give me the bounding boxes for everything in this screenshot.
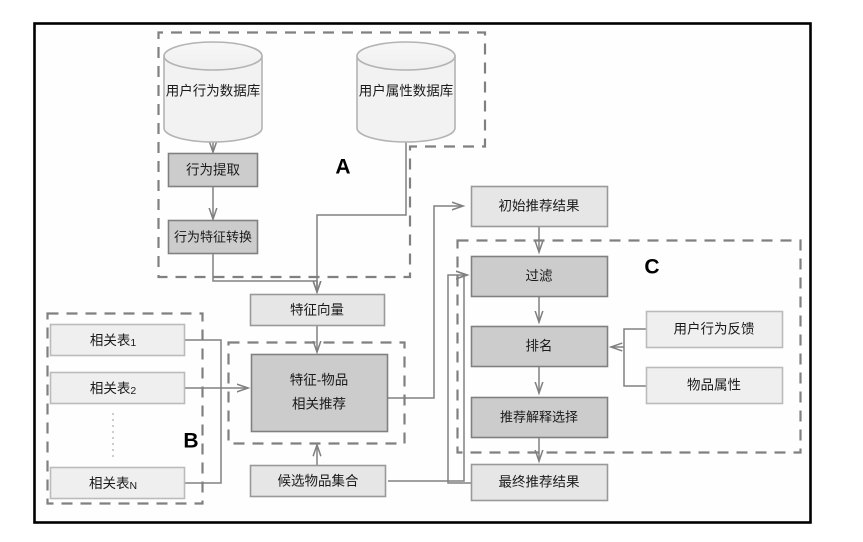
node-label: 初始推荐结果	[499, 198, 580, 214]
node-label: 用户属性数据库	[359, 83, 454, 99]
node-box	[645, 366, 784, 405]
node-box	[167, 152, 259, 188]
node-box	[249, 464, 387, 498]
node-behavior-extraction[interactable]: 行为提取	[167, 152, 259, 188]
node-label: 用户行为数据库	[166, 83, 261, 99]
section-label-a: A	[335, 156, 350, 179]
node-rec-explanation-select[interactable]: 推荐解释选择	[470, 396, 609, 439]
node-box	[470, 463, 609, 502]
node-label-line2: 相关推荐	[292, 397, 346, 412]
node-candidate-item-set[interactable]: 候选物品集合	[249, 464, 387, 498]
node-box	[49, 323, 186, 357]
node-box	[470, 255, 609, 298]
cylinder-top	[356, 41, 456, 71]
node-user-behavior-feedback[interactable]: 用户行为反馈	[645, 310, 784, 349]
node-label: 物品属性	[687, 378, 741, 393]
node-label: 用户行为反馈	[674, 321, 755, 337]
node-feature-vector[interactable]: 特征向量	[249, 293, 386, 327]
node-ranking[interactable]: 排名	[470, 325, 609, 368]
edge-reln-bus	[185, 398, 222, 484]
node-box	[645, 310, 784, 349]
node-box	[49, 371, 186, 405]
edge-rec-to-initial-result	[388, 206, 463, 399]
node-box	[250, 353, 389, 433]
edge-feedback-attrs-bus	[623, 328, 646, 387]
node-label: 相关表1	[90, 333, 137, 349]
section-label-b: B	[183, 430, 198, 453]
node-behavior-feature-transform[interactable]: 行为特征转换	[167, 219, 259, 255]
node-label: 推荐解释选择	[500, 409, 578, 424]
section-label-c: C	[644, 256, 659, 279]
node-label: 最终推荐结果	[499, 475, 580, 490]
node-filter[interactable]: 过滤	[470, 255, 609, 298]
node-relation-table-n[interactable]: 相关表N	[49, 466, 186, 500]
node-item-attributes[interactable]: 物品属性	[645, 366, 784, 405]
node-initial-rec-result[interactable]: 初始推荐结果	[470, 185, 609, 228]
node-user-behavior-db[interactable]: 用户行为数据库	[163, 41, 263, 143]
group-a-dashed-boundary	[157, 31, 487, 279]
node-label: 候选物品集合	[278, 474, 359, 489]
node-label: 行为提取	[186, 163, 240, 178]
node-box	[470, 185, 609, 228]
node-box	[167, 219, 259, 255]
edge-final-result-to-filter-loop	[447, 275, 471, 484]
node-box	[470, 396, 609, 439]
node-label-line1: 特征-物品	[290, 373, 349, 388]
group-c-dashed-boundary	[456, 239, 802, 454]
node-label: 相关表N	[89, 476, 137, 492]
node-feature-item-recommendation[interactable]: 特征-物品 相关推荐	[250, 353, 389, 433]
edge-rel1-bus	[185, 339, 222, 398]
node-box	[470, 325, 609, 368]
node-box	[49, 466, 186, 500]
node-label: 过滤	[526, 269, 554, 284]
node-label: 排名	[526, 339, 553, 354]
group-b-dashed-boundary	[46, 312, 204, 505]
cylinder-body	[163, 55, 263, 143]
node-label: 相关表2	[90, 381, 137, 397]
node-box	[249, 293, 386, 327]
cylinder-body	[356, 55, 456, 143]
node-user-profile-db[interactable]: 用户属性数据库	[356, 41, 456, 143]
connectors	[185, 136, 646, 484]
cylinder-top	[163, 41, 263, 71]
node-label: 行为特征转换	[174, 229, 252, 244]
node-final-rec-result[interactable]: 最终推荐结果	[470, 463, 609, 502]
node-relation-table-1[interactable]: 相关表1	[49, 323, 186, 357]
node-relation-table-2[interactable]: 相关表2	[49, 371, 186, 405]
node-label: 特征向量	[290, 303, 344, 318]
edge-profile-db-to-feature-vector	[317, 136, 407, 292]
